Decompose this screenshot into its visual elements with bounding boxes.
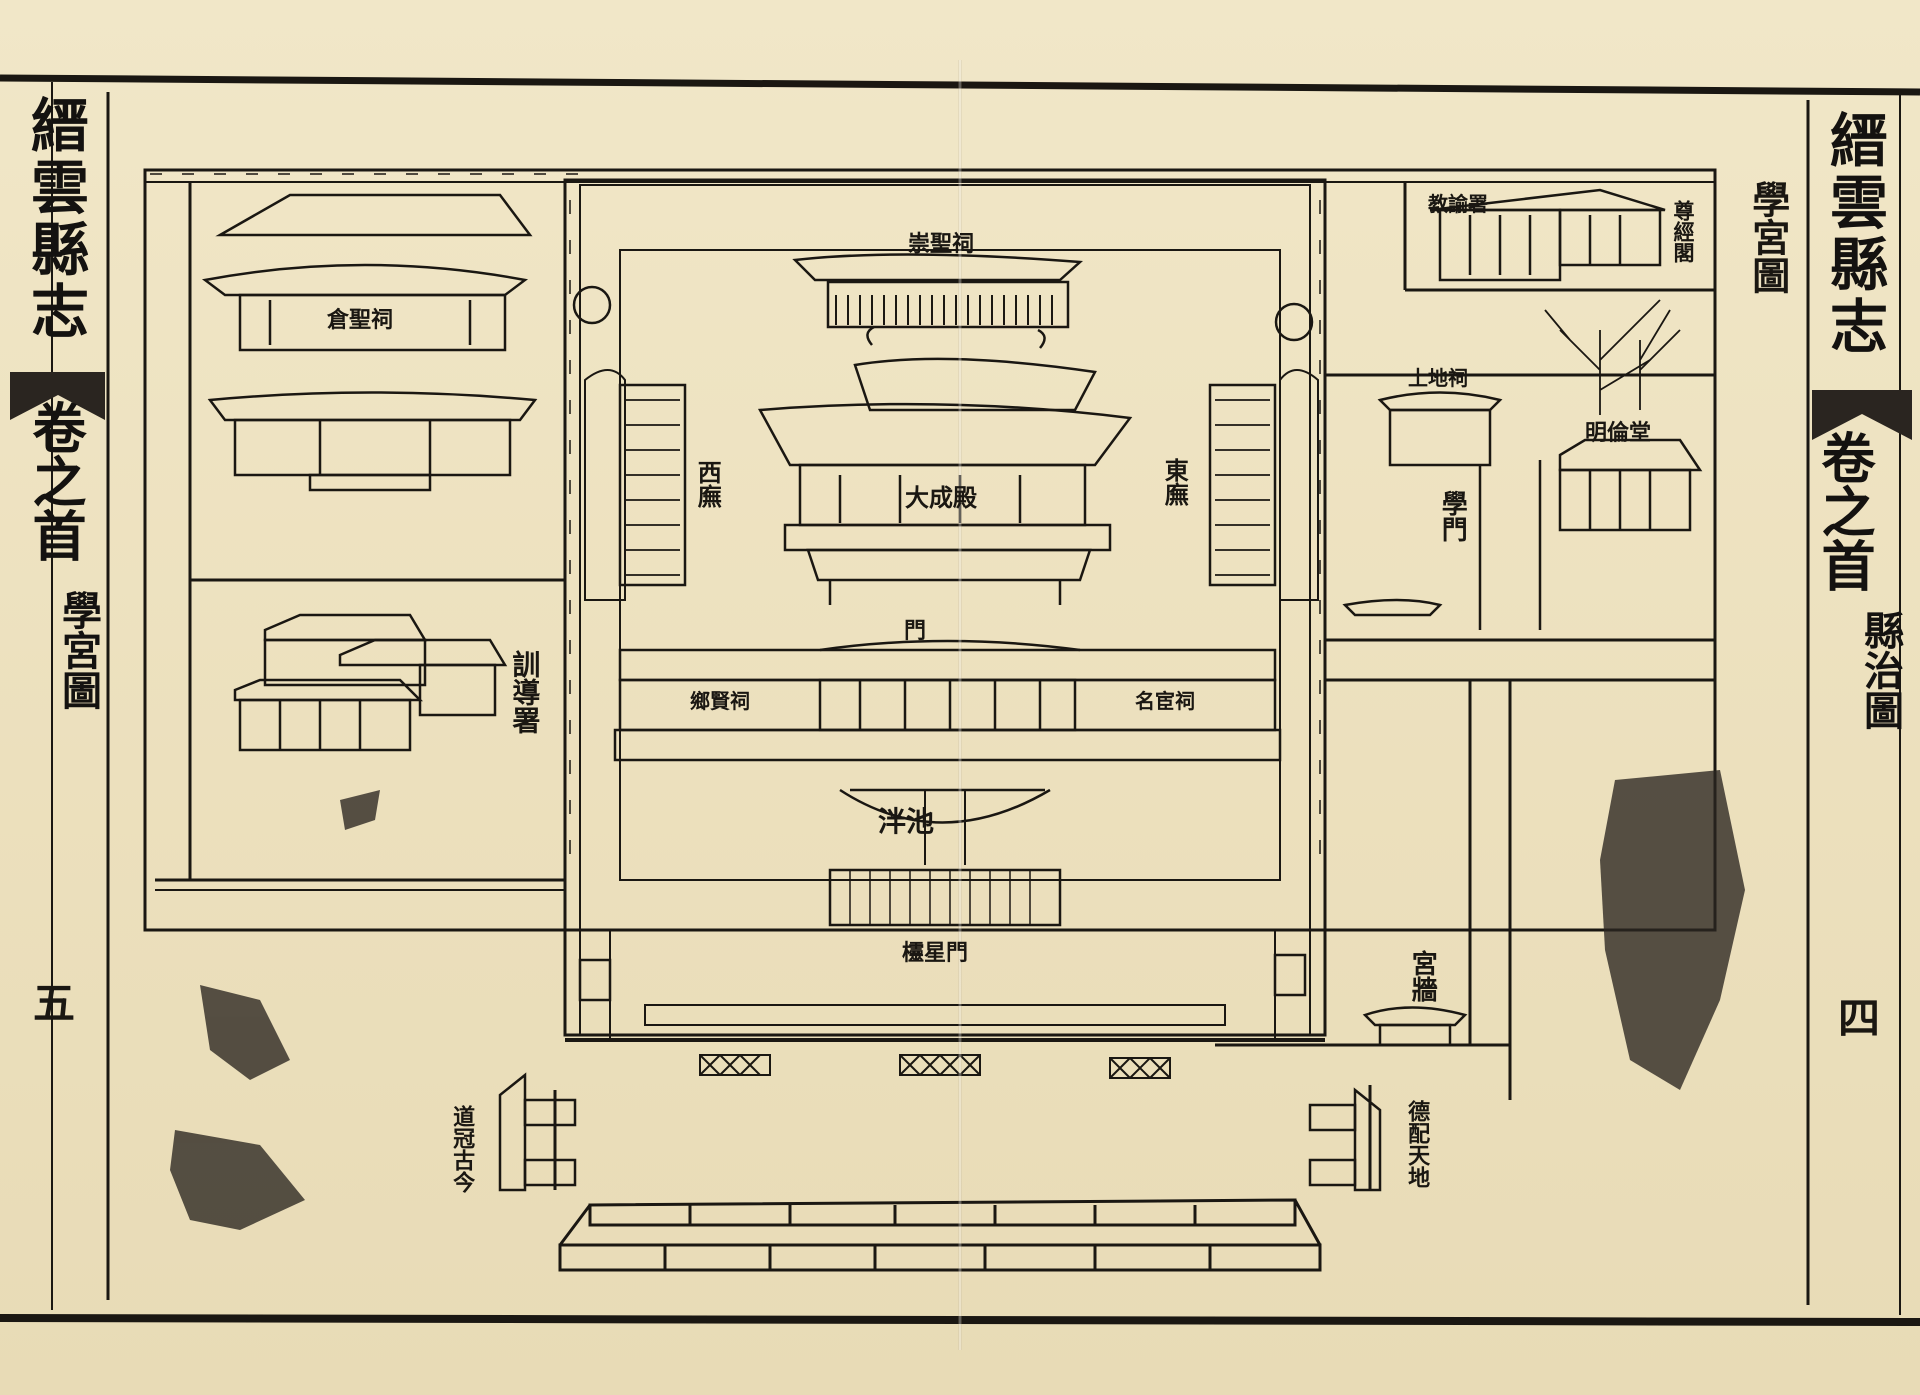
xundao-office-drawing <box>233 613 508 752</box>
wing-halls-drawing <box>584 369 1319 601</box>
label-east-wing: 東廡 <box>1160 458 1190 506</box>
right-page-number: 四 <box>1838 994 1881 1043</box>
center-fold <box>958 60 962 1350</box>
gate-row-drawing <box>613 639 1282 762</box>
outer-walls <box>143 168 1717 1190</box>
label-left-archway: 道冠古今 <box>449 1105 476 1193</box>
label-xundao-office: 訓導署 <box>508 650 542 734</box>
pan-pond-drawing <box>828 788 1062 927</box>
right-chapter: 卷之首 <box>1812 430 1876 592</box>
archway-drawings <box>498 1072 1382 1192</box>
label-school-gate: 學門 <box>1437 490 1468 542</box>
round-gates <box>572 285 1314 342</box>
school-gate-drawing <box>1362 1006 1468 1047</box>
label-right-archway: 德配天地 <box>1404 1100 1431 1188</box>
label-chongsheng-shrine: 崇聖祠 <box>908 231 975 257</box>
left-book-title: 縉雲縣志 <box>21 95 89 343</box>
lingxing-gate-drawing <box>578 953 1307 1026</box>
label-dacheng-hall: 大成殿 <box>905 483 977 512</box>
label-jiaoyu-office: 教諭署 <box>1428 192 1488 216</box>
page-frame <box>0 74 1920 1326</box>
right-section: 縣治圖 <box>1857 610 1904 730</box>
jiaoyu-office-drawing <box>1429 188 1666 282</box>
cangsheng-hall-drawing <box>201 193 538 492</box>
label-minghuan-shrine: 名宦祠 <box>1135 689 1195 713</box>
left-fishtail <box>10 372 105 420</box>
chongsheng-hall-drawing <box>792 253 1084 329</box>
map-title: 學宮圖 <box>1745 180 1791 294</box>
wall-ticks <box>150 173 1321 854</box>
lattice-panels <box>699 1054 1171 1079</box>
label-palace-wall: 宮牆 <box>1407 950 1438 1002</box>
label-minglun-hall: 明倫堂 <box>1585 420 1652 446</box>
label-xiangxian-shrine: 鄉賢祠 <box>690 689 750 713</box>
label-lingxing-gate: 欞星門 <box>902 940 969 966</box>
left-page-number: 五 <box>33 979 76 1028</box>
left-section: 學宮圖 <box>55 590 102 710</box>
label-west-wing: 西廡 <box>693 460 723 508</box>
ink-blots <box>170 770 1745 1230</box>
label-pan-pond: 泮池 <box>878 805 935 838</box>
label-zunjing-pavilion: 尊經閣 <box>1671 200 1697 263</box>
dacheng-hall-drawing <box>757 325 1133 605</box>
right-fishtail <box>1812 390 1912 440</box>
right-book-title: 縉雲縣志 <box>1820 110 1888 358</box>
label-cangsheng-shrine: 倉聖祠 <box>327 307 394 333</box>
tree-drawing <box>1544 299 1681 415</box>
left-chapter: 卷之首 <box>23 400 87 562</box>
tudi-minglun-drawing <box>1342 391 1703 630</box>
label-gate: 門 <box>904 618 927 644</box>
front-fence <box>558 1198 1322 1272</box>
label-tudi-shrine: 土地祠 <box>1408 366 1468 390</box>
